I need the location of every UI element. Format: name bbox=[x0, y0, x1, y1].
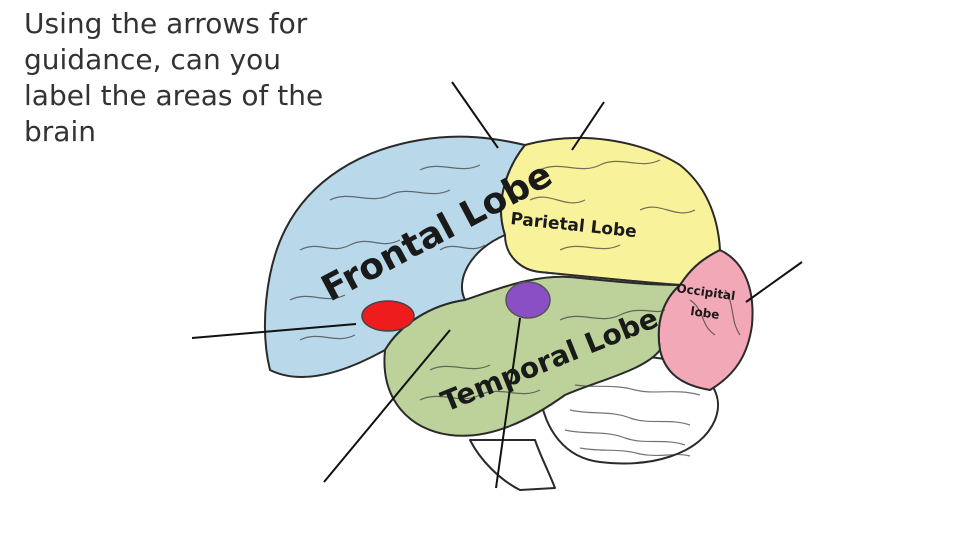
arrow-left bbox=[191, 323, 357, 339]
gyri-lines bbox=[289, 159, 741, 457]
arrow-top-right bbox=[571, 101, 605, 151]
arrow-lines bbox=[191, 81, 803, 489]
arrow-bottom-middle bbox=[495, 317, 521, 489]
dotted-boundary bbox=[539, 271, 681, 286]
occipital-lobe-label-line2: lobe bbox=[690, 304, 721, 322]
slide-title: Using the arrows for guidance, can you l… bbox=[24, 7, 324, 148]
arrow-right bbox=[745, 261, 803, 303]
arrow-bottom-left bbox=[323, 329, 451, 483]
red-marker bbox=[361, 300, 415, 332]
temporal-lobe-region bbox=[383, 275, 681, 437]
arrow-top-left bbox=[451, 81, 499, 149]
brain-stem bbox=[469, 439, 556, 491]
purple-marker bbox=[505, 281, 551, 319]
